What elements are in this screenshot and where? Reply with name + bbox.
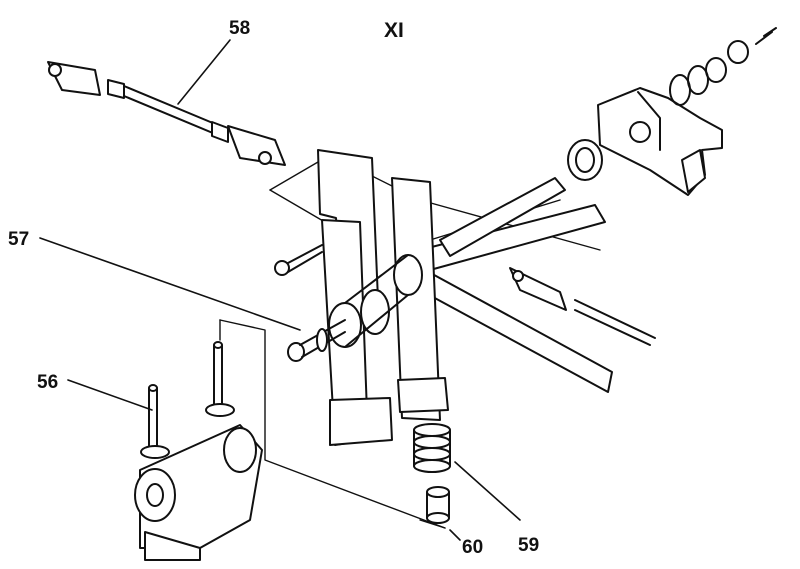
callout-60: 60 (462, 537, 484, 558)
washer-2 (687, 65, 709, 95)
stud-left (148, 387, 158, 449)
part-58-linkage-rod (47, 61, 286, 166)
hex-nut-1 (705, 57, 727, 83)
part-59-spring (413, 423, 451, 473)
housing-bore-front (134, 468, 176, 522)
leader-lines (39, 39, 521, 541)
stud-right (213, 344, 223, 406)
rod-hex-nut-left (107, 79, 125, 99)
clevis-right (227, 125, 286, 166)
leader-58 (177, 39, 231, 105)
leader-56 (67, 379, 153, 411)
right-clevis-rod (509, 267, 656, 346)
small-screw (755, 27, 777, 45)
arm-lower (419, 269, 613, 393)
washer-1 (669, 74, 691, 106)
fastener-stack (567, 27, 777, 181)
lever-front-right (391, 177, 441, 421)
leader-60 (449, 529, 461, 541)
part-60-bushing (426, 486, 450, 524)
threaded-shaft (439, 177, 566, 257)
callout-56: 56 (37, 372, 59, 393)
large-washer (567, 139, 603, 181)
rod-hex-nut-right (211, 121, 229, 143)
part-57-pivot-pin (287, 319, 346, 362)
callout-58: 58 (229, 18, 251, 39)
long-arms (419, 177, 613, 393)
lever-foot-right (397, 377, 449, 413)
leader-59 (454, 461, 521, 521)
part-56-bearing-block (134, 341, 263, 561)
callout-57: 57 (8, 229, 30, 250)
leader-57 (39, 237, 301, 331)
clevis-left-pin (48, 63, 62, 77)
hex-nut-2 (727, 40, 749, 64)
bracket-bore (629, 121, 651, 143)
rod-body (123, 85, 221, 137)
clevis-right-pin (258, 151, 272, 165)
callout-59: 59 (518, 535, 540, 556)
figure-title: XI (384, 19, 404, 42)
lever-foot-left (329, 397, 393, 446)
mounting-bracket (597, 87, 723, 196)
bolt-left (274, 244, 323, 276)
housing-bore-rear (223, 427, 257, 473)
